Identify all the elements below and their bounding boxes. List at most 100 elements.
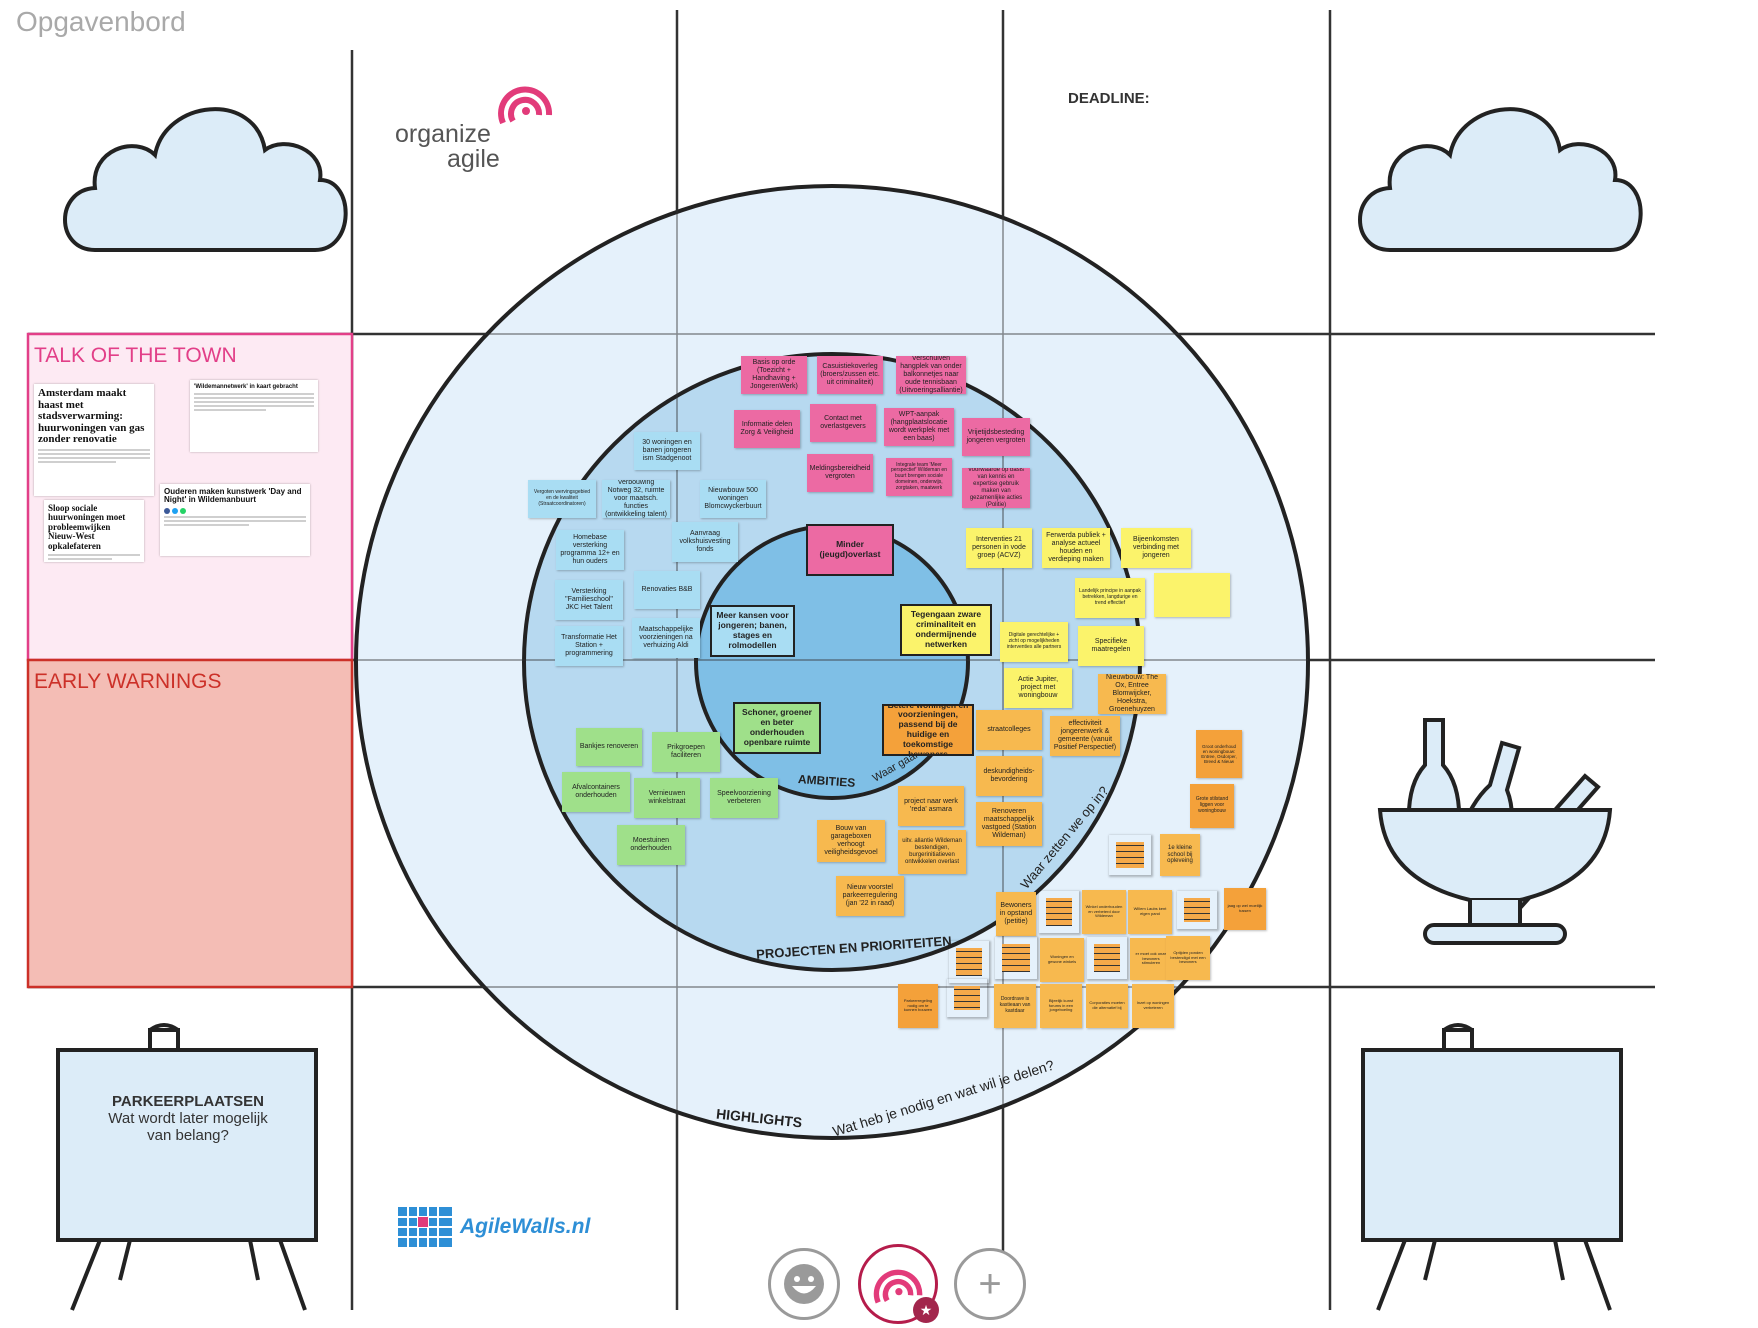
sticky-note[interactable]: Woningen en gewone winkels xyxy=(1040,938,1084,982)
sticky-note[interactable]: 1e kleine school bij opleveing xyxy=(1160,834,1200,876)
sticky-note[interactable]: Bankjes renoveren xyxy=(576,728,642,766)
sticky-note[interactable]: Interventies 21 personen in vode groep (… xyxy=(966,528,1032,568)
sticky-note[interactable]: Afvalcontainers onderhouden xyxy=(562,772,630,812)
smiley-icon xyxy=(784,1264,824,1304)
emoji-button[interactable] xyxy=(768,1248,840,1320)
sticky-note[interactable]: Vergoten wervingsgebied en de kwaliteit … xyxy=(528,480,596,518)
sticky-note[interactable]: Corporaties moeten die alternatief bij xyxy=(1086,984,1128,1028)
sticky-note[interactable]: Parkeerregeling nodig om te kunnen bouwe… xyxy=(898,984,938,1028)
sticky-note[interactable]: Doordrave is kastieaan van kastdaar xyxy=(994,984,1036,1028)
sticky-note[interactable]: Groot onderhoud en woningbouw: Entree, O… xyxy=(1196,730,1242,778)
sticky-note[interactable]: Versterking "Familieschool" JKC Het Tale… xyxy=(555,580,623,620)
star-badge-icon: ★ xyxy=(913,1297,939,1323)
sticky-note[interactable]: Contact met overlastgevers xyxy=(810,404,876,442)
ambition-note[interactable]: Betere woningen en voorzieningen, passen… xyxy=(882,704,974,756)
sticky-note[interactable]: effectiviteit jongerenwerk & gemeente (v… xyxy=(1050,716,1120,756)
logo-text-organize: organize xyxy=(395,120,491,148)
sticky-note-scribbled[interactable] xyxy=(1038,890,1080,934)
sticky-note[interactable]: 30 woningen en banen jongeren ism Stadge… xyxy=(634,432,700,470)
cloud-right-icon xyxy=(1358,107,1643,252)
news-article[interactable]: Ouderen maken kunstwerk 'Day and Night' … xyxy=(160,484,310,556)
easel-right-icon xyxy=(1361,1023,1623,1311)
sticky-note[interactable]: Maatschappelijke voorzieningen na verhui… xyxy=(632,618,700,658)
sticky-note[interactable]: er moet ook onze bewoners stimuleren xyxy=(1130,938,1172,980)
sticky-note[interactable]: Moestuinen onderhouden xyxy=(617,825,685,865)
sticky-note[interactable]: Inzet op woningen verbeteren xyxy=(1132,984,1174,1028)
news-article[interactable]: Amsterdam maakt haast met stadsverwarmin… xyxy=(34,384,154,496)
sticky-note[interactable]: Renoveren maatschappelijk vastgoed (Stat… xyxy=(976,802,1042,846)
sticky-note[interactable]: Voorwaarde op basis van kennis en expert… xyxy=(962,468,1030,508)
ambition-note[interactable]: Tegengaan zware criminaliteit en ondermi… xyxy=(900,604,992,656)
sticky-note[interactable]: Optijden ponden bestendigd met een bewon… xyxy=(1166,936,1210,980)
news-article[interactable]: 'Wildemannetwerk' in kaart gebracht xyxy=(190,380,318,452)
bottle-bowl-icon xyxy=(1377,718,1613,945)
news-article[interactable]: Sloop sociale huurwoningen moet probleem… xyxy=(44,500,144,562)
sticky-note[interactable]: Bouw van garageboxen verhoogt veiligheid… xyxy=(817,820,885,862)
organize-agile-button[interactable]: ★ xyxy=(858,1244,939,1324)
sticky-note[interactable]: Nieuwbouw: The Ox, Entree Blomwijcker, H… xyxy=(1098,674,1166,714)
sticky-note[interactable]: Informatie delen Zorg & Veiligheid xyxy=(734,410,800,448)
news-headline: Amsterdam maakt haast met stadsverwarmin… xyxy=(38,387,145,446)
sticky-note[interactable]: Specifieke maatregelen xyxy=(1078,626,1144,666)
news-headline: 'Wildemannetwerk' in kaart gebracht xyxy=(194,384,298,390)
sticky-note-scribbled[interactable] xyxy=(1176,890,1218,930)
ambition-note[interactable]: Schoner, groener en beter onderhouden op… xyxy=(733,702,821,754)
logo-text-agile: agile xyxy=(447,145,500,173)
sticky-note[interactable]: Ferwerda publiek + analyse actueel houde… xyxy=(1042,528,1110,568)
sticky-note[interactable]: deskundigheids-bevordering xyxy=(976,756,1042,796)
sticky-note[interactable]: Verbouwing Notweg 32, ruimte voor maatsc… xyxy=(602,480,670,518)
sticky-note[interactable]: Actie Jupiter, project met woningbouw xyxy=(1004,668,1072,708)
agilewalls-logo: AgileWalls.nl xyxy=(396,1205,590,1249)
sticky-note[interactable]: Bijeenkomsten verbinding met jongeren xyxy=(1121,528,1191,568)
sticky-note-scribbled[interactable] xyxy=(948,940,990,984)
sticky-note[interactable]: Speelvoorziening verbeteren xyxy=(710,778,778,818)
sticky-note[interactable]: Meldingsbereidheid vergroten xyxy=(807,454,873,492)
sticky-note[interactable]: Nieuw voorstel parkeerregulering (jan '2… xyxy=(836,876,904,916)
sticky-note[interactable]: jaag op wel moeilijk tussen xyxy=(1224,888,1266,930)
sticky-note[interactable]: Winkel onderhouden en verbeterd door Wil… xyxy=(1082,890,1126,934)
sticky-note[interactable]: Bewoners in opstand (petitie) xyxy=(996,892,1036,936)
sticky-note[interactable] xyxy=(1154,573,1230,617)
sticky-note[interactable]: Vernieuwen winkelstraat xyxy=(634,778,700,818)
sticky-note[interactable]: Willem Laubs kent eigen pand xyxy=(1128,890,1172,934)
ambition-note[interactable]: Minder (jeugd)overlast xyxy=(806,524,894,576)
plus-icon: + xyxy=(978,1262,1002,1306)
sticky-note[interactable]: Digitale gerechtelijke + zicht op mogeli… xyxy=(1000,622,1068,662)
sticky-note[interactable]: Bijeelijk kunst forums in een jongeboeli… xyxy=(1040,984,1082,1028)
parking-title: PARKEERPLAATSEN xyxy=(112,1093,264,1110)
sticky-note[interactable]: Renovaties B&B xyxy=(634,571,700,609)
board-title: Opgavenbord xyxy=(16,6,186,37)
sticky-note[interactable]: Integrale team 'Meer perspectief' Wildem… xyxy=(886,458,952,496)
cloud-left-icon xyxy=(63,107,348,252)
ambition-note[interactable]: Meer kansen voor jongeren; banen, stages… xyxy=(710,605,795,657)
sticky-note[interactable]: Basis op orde (Toezicht + Handhaving + J… xyxy=(741,356,807,394)
sticky-note[interactable]: Aanvraag volkshuisvesting fonds xyxy=(672,522,738,562)
news-headline: Ouderen maken kunstwerk 'Day and Night' … xyxy=(164,487,302,505)
sticky-note-scribbled[interactable] xyxy=(1086,936,1128,980)
sticky-note[interactable]: Homebase versterking programma 12+ en hu… xyxy=(556,530,624,570)
parking-panel: PARKEERPLAATSEN Wat wordt later mogelijk… xyxy=(60,1093,316,1144)
organize-agile-mark-icon xyxy=(873,1269,923,1304)
sticky-note[interactable]: Vrijetijdsbesteding jongeren vergroten xyxy=(962,418,1030,456)
sticky-note[interactable]: Prikgroepen faciliteren xyxy=(652,732,720,772)
news-headline: Sloop sociale huurwoningen moet probleem… xyxy=(48,503,126,551)
add-button[interactable]: + xyxy=(954,1248,1026,1320)
sticky-note[interactable]: uitv. allantie Wildeman bestendigen, bur… xyxy=(898,830,966,874)
sticky-note[interactable]: Landelijk principe in aanpak betrekken, … xyxy=(1075,578,1145,618)
sticky-note[interactable]: Grote stilstand liggen voor woningbouw xyxy=(1190,784,1234,828)
sticky-note[interactable]: Casuistiekoverleg (broers/zussen etc. ui… xyxy=(817,356,883,394)
sticky-note-scribbled[interactable] xyxy=(994,936,1038,980)
sticky-note[interactable]: project naar werk 'reda' asmara xyxy=(898,786,964,826)
sticky-note[interactable]: Transformatie Het Station + programmerin… xyxy=(555,626,623,666)
sticky-note[interactable]: Verschuiven hangplek van onder balkonnet… xyxy=(896,356,966,394)
parking-question-line1: Wat wordt later mogelijk xyxy=(108,1110,268,1127)
sticky-note[interactable]: straatcolleges xyxy=(976,710,1042,750)
agilewalls-grid-icon xyxy=(398,1207,452,1247)
sticky-note-scribbled[interactable] xyxy=(946,978,988,1018)
deadline-label: DEADLINE: xyxy=(1068,90,1150,107)
sticky-note[interactable]: WPT-aanpak (hangplaatslocatie wordt werk… xyxy=(884,408,954,446)
sticky-note-scribbled[interactable] xyxy=(1108,834,1152,876)
sticky-note[interactable]: Nieuwbouw 500 woningen Blomcwyckerbuurt xyxy=(700,480,766,518)
early-warnings-panel xyxy=(26,658,354,989)
